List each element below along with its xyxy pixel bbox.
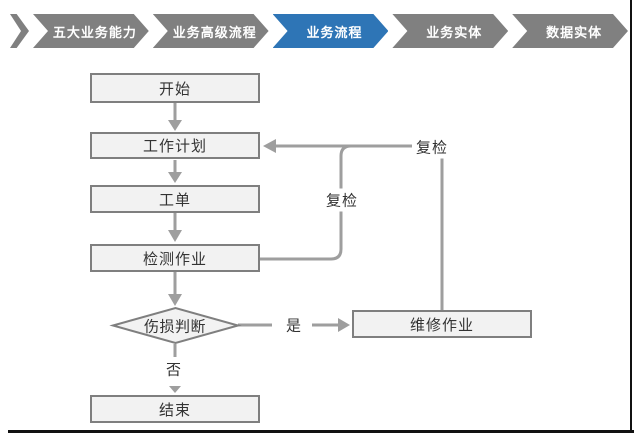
node-inspection-job[interactable]: 检测作业 [90, 244, 260, 272]
arrowhead-no-end [169, 386, 181, 393]
arrowhead-order-inspect [168, 230, 182, 242]
nav-item-five-capabilities[interactable]: 五大业务能力 [33, 14, 149, 48]
page-border-bottom [8, 430, 634, 433]
arrowhead-start-plan [168, 120, 182, 131]
decision-label: 伤损判断 [143, 318, 207, 336]
edge-label-recheck-inner: 复检 [321, 188, 363, 212]
arrowhead-plan-order [168, 172, 182, 183]
node-start[interactable]: 开始 [90, 73, 260, 103]
edge-label-recheck-outer: 复检 [411, 135, 453, 159]
nav-item-business-process-active[interactable]: 业务流程 [273, 14, 389, 48]
node-work-plan[interactable]: 工作计划 [90, 132, 260, 159]
arrowhead-yes-repair [338, 318, 350, 332]
nav-item-business-entity[interactable]: 业务实体 [392, 14, 508, 48]
node-repair-job[interactable]: 维修作业 [352, 310, 532, 338]
node-work-order[interactable]: 工单 [90, 185, 260, 213]
arrowhead-inspect-decision [168, 294, 182, 306]
node-end[interactable]: 结束 [90, 395, 260, 423]
edge-label-yes: 是 [285, 317, 303, 335]
nav-item-high-level-process[interactable]: 业务高级流程 [153, 14, 269, 48]
arrowhead-recheck-plan [263, 139, 276, 153]
edge-label-no: 否 [165, 361, 183, 379]
nav-item-data-entity[interactable]: 数据实体 [512, 14, 628, 48]
decision-diamond[interactable] [109, 306, 242, 345]
process-breadcrumb: 五大业务能力 业务高级流程 业务流程 业务实体 数据实体 [10, 14, 628, 48]
page-border-right [630, 0, 632, 433]
